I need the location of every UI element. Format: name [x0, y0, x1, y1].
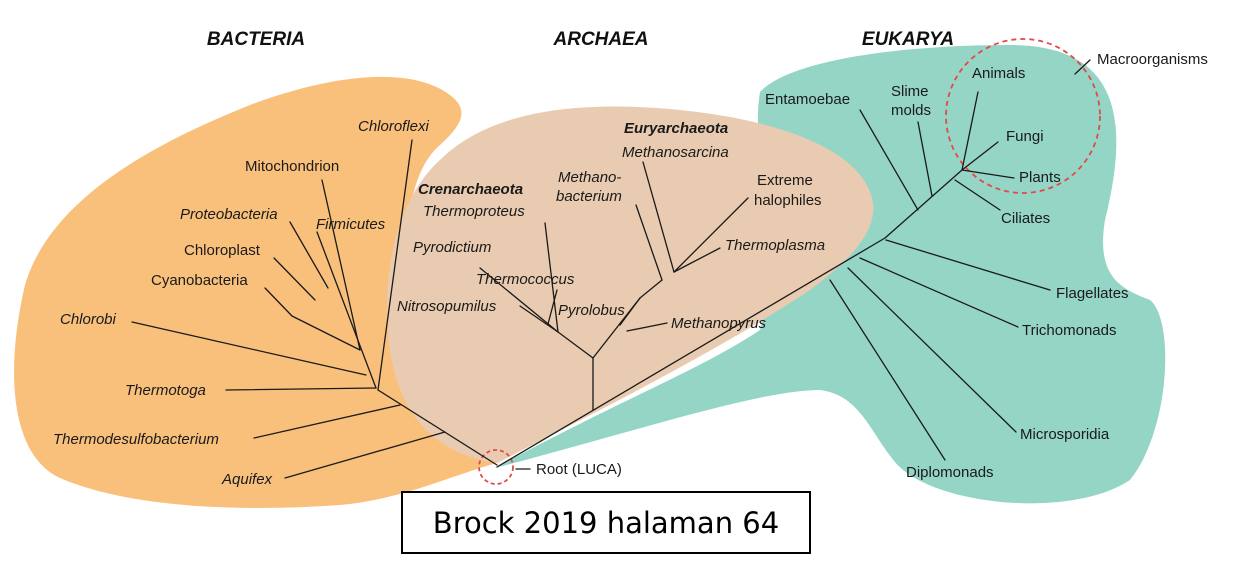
- label-ciliates: Ciliates: [1001, 210, 1050, 227]
- label-aquifex: Aquifex: [221, 471, 273, 488]
- label-crenarchaeota: Crenarchaeota: [418, 181, 523, 198]
- label-microsporidia: Microsporidia: [1020, 426, 1110, 443]
- domain-title-eukarya: EUKARYA: [862, 29, 954, 50]
- bacteria-region: [14, 76, 500, 508]
- label-extreme-halophiles-line1: Extreme: [757, 172, 813, 189]
- label-slime-molds-line2: molds: [891, 102, 931, 119]
- label-chlorobi: Chlorobi: [60, 311, 117, 328]
- label-entamoebae: Entamoebae: [765, 91, 850, 108]
- label-thermoplasma: Thermoplasma: [725, 237, 825, 254]
- label-diplomonads: Diplomonads: [906, 464, 994, 481]
- label-chloroplast: Chloroplast: [184, 242, 261, 259]
- label-root-luca: Root (LUCA): [536, 461, 622, 478]
- label-pyrodictium: Pyrodictium: [413, 239, 491, 256]
- source-caption: Brock 2019 halaman 64: [401, 491, 811, 554]
- eukarya-branches: [829, 59, 1091, 461]
- label-thermoproteus: Thermoproteus: [423, 203, 525, 220]
- label-proteobacteria: Proteobacteria: [180, 206, 278, 223]
- label-methanopyrus: Methanopyrus: [671, 315, 767, 332]
- label-chloroflexi: Chloroflexi: [358, 118, 430, 135]
- label-thermodesulfobacterium: Thermodesulfobacterium: [53, 431, 219, 448]
- label-methanobacterium-line1: Methano-: [558, 169, 621, 186]
- bacteria-branches: [131, 139, 498, 479]
- label-fungi: Fungi: [1006, 128, 1044, 145]
- label-slime-molds-line1: Slime: [891, 83, 929, 100]
- label-plants: Plants: [1019, 169, 1061, 186]
- label-thermotoga: Thermotoga: [125, 382, 206, 399]
- label-pyrolobus: Pyrolobus: [558, 302, 625, 319]
- label-firmicutes: Firmicutes: [316, 216, 386, 233]
- label-cyanobacteria: Cyanobacteria: [151, 272, 248, 289]
- domain-title-archaea: ARCHAEA: [553, 29, 649, 50]
- macroorganisms-circle: [945, 38, 1101, 194]
- label-animals: Animals: [972, 65, 1025, 82]
- label-macroorganisms: Macroorganisms: [1097, 51, 1208, 68]
- label-extreme-halophiles-line2: halophiles: [754, 192, 822, 209]
- label-methanobacterium-line2: bacterium: [556, 188, 622, 205]
- label-trichomonads: Trichomonads: [1022, 322, 1116, 339]
- label-flagellates: Flagellates: [1056, 285, 1129, 302]
- label-euryarchaeota: Euryarchaeota: [624, 120, 728, 137]
- label-nitrosopumilus: Nitrosopumilus: [397, 298, 497, 315]
- archaea-region: [387, 106, 874, 463]
- root-circle: [478, 449, 514, 485]
- label-thermococcus: Thermococcus: [476, 271, 575, 288]
- label-mitochondrion: Mitochondrion: [245, 158, 339, 175]
- eukarya-region: [495, 45, 1166, 504]
- archaea-branches: [479, 161, 886, 468]
- domain-title-bacteria: BACTERIA: [207, 29, 305, 50]
- label-methanosarcina: Methanosarcina: [622, 144, 729, 161]
